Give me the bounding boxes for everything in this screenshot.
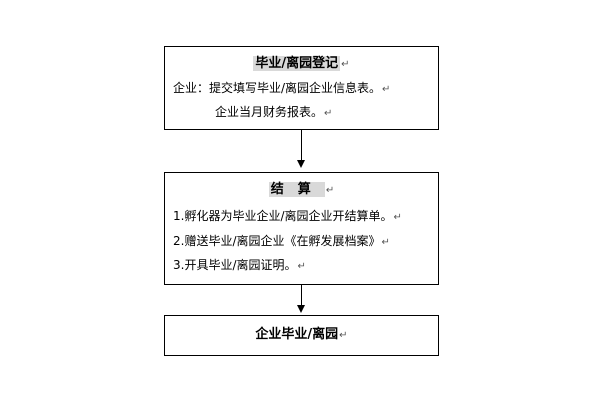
- paragraph-mark-icon: ↵: [325, 185, 335, 196]
- paragraph-mark-icon: ↵: [339, 330, 348, 341]
- arrow-down-icon: [297, 305, 305, 313]
- step-title-registration: 毕业/离园登记↵: [253, 56, 350, 71]
- paragraph-mark-icon: ↵: [297, 261, 306, 272]
- step-line: 1.孵化器为毕业企业/离园企业开结算单。↵: [173, 209, 402, 223]
- arrow-down-icon: [297, 160, 305, 168]
- paragraph-mark-icon: ↵: [341, 59, 350, 70]
- step-line: 企业：提交填写毕业/离园企业信息表。↵: [173, 81, 391, 95]
- step-line: 3.开具毕业/离园证明。↵: [173, 258, 306, 272]
- step-line: 企业当月财务报表。↵: [215, 105, 333, 119]
- paragraph-mark-icon: ↵: [393, 212, 402, 223]
- paragraph-mark-icon: ↵: [382, 84, 391, 95]
- step-box-registration: 毕业/离园登记↵ 企业：提交填写毕业/离园企业信息表。↵ 企业当月财务报表。↵: [164, 46, 439, 130]
- flow-arrow-line: [301, 130, 302, 160]
- paragraph-mark-icon: ↵: [381, 237, 390, 248]
- step-title-graduation: 企业毕业/离园↵: [255, 327, 348, 342]
- step-box-graduation: 企业毕业/离园↵: [164, 315, 439, 356]
- step-title-settlement: 结算↵: [268, 182, 335, 197]
- step-line: 2.赠送毕业/离园企业《在孵发展档案》↵: [173, 234, 390, 248]
- paragraph-mark-icon: ↵: [324, 108, 333, 119]
- flow-arrow-line: [301, 285, 302, 305]
- step-box-settlement: 结算↵ 1.孵化器为毕业企业/离园企业开结算单。↵ 2.赠送毕业/离园企业《在孵…: [164, 172, 439, 285]
